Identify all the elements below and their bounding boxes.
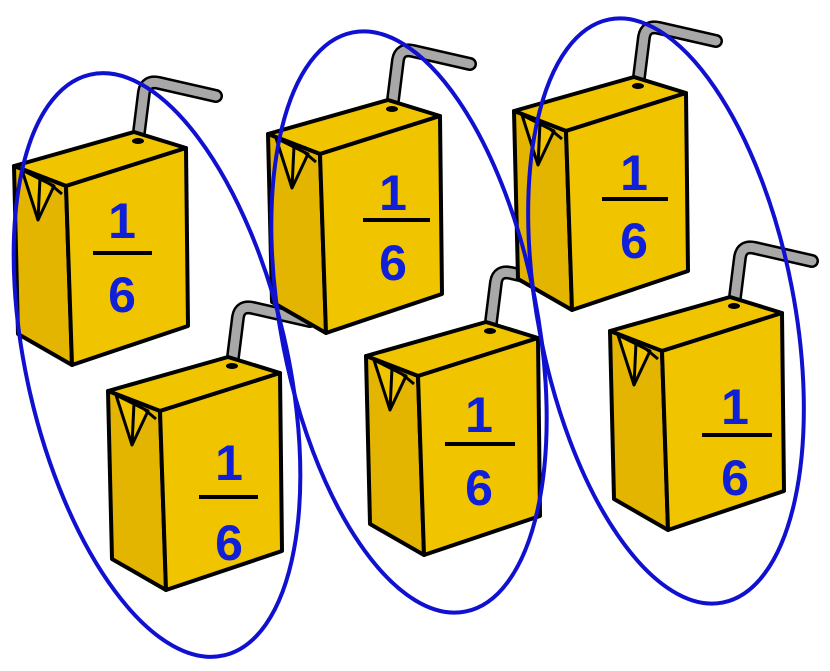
fraction-denominator: 6	[721, 450, 749, 506]
fraction-numerator: 1	[721, 379, 749, 435]
fraction-denominator: 6	[108, 267, 136, 323]
juice-box: 1 6	[366, 272, 568, 555]
juice-box: 1 6	[268, 50, 470, 333]
fraction-numerator: 1	[379, 165, 407, 221]
fraction-numerator: 1	[465, 387, 493, 443]
group-ellipse	[11, 71, 303, 659]
fraction-numerator: 1	[108, 193, 136, 249]
fraction-denominator: 6	[620, 213, 648, 269]
juice-box: 1 6	[108, 307, 310, 590]
juice-box: 1 6	[14, 82, 216, 365]
fraction-numerator: 1	[620, 145, 648, 201]
group-ellipse	[526, 16, 806, 606]
fraction-denominator: 6	[465, 460, 493, 516]
fraction-numerator: 1	[215, 435, 243, 491]
juice-box: 1 6	[514, 27, 716, 310]
fraction-denominator: 6	[215, 515, 243, 571]
fraction-denominator: 6	[379, 235, 407, 291]
juice-box: 1 6	[610, 247, 812, 530]
